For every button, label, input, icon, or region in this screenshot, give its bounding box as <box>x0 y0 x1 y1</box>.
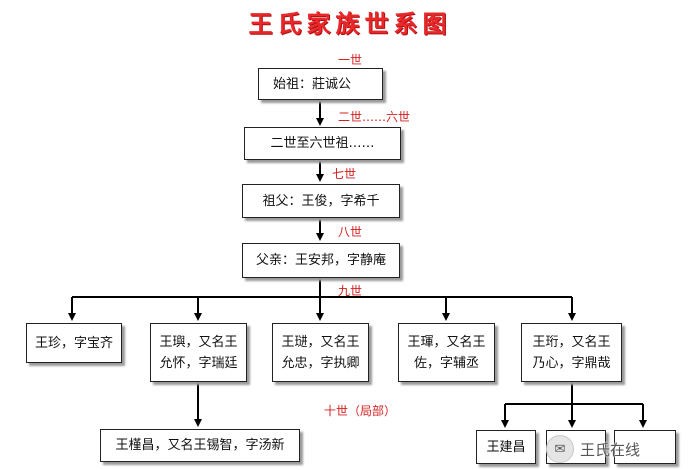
page-title: 王氏家族世系图 <box>248 10 452 38</box>
generation-label-8: 八世 <box>338 225 363 239</box>
node-grandson-b: 王建昌 <box>476 430 536 464</box>
watermark: ✉ 王氏在线 <box>546 432 696 466</box>
generation-label-2-6: 二世……六世 <box>338 110 411 124</box>
node-grandfather: 祖父：王俊，字希千 <box>242 184 400 218</box>
node-son-2: 王璵，又名王 允怀，字瑞廷 <box>150 323 247 382</box>
node-ancestors-2-6: 二世至六世祖…… <box>244 127 401 160</box>
node-grandson-d <box>614 430 676 464</box>
node-son-3-line-1: 王琎，又名王 <box>281 334 360 350</box>
generation-label-1: 一世 <box>338 53 363 67</box>
node-founder: 始祖：莊诚公 <box>258 68 383 100</box>
node-son-3: 王琎，又名王 允忠，字执卿 <box>272 323 369 382</box>
watermark-text: 王氏在线 <box>580 440 641 459</box>
node-father: 父亲：王安邦，字静庵 <box>242 243 400 278</box>
node-son-4-line-2: 佐，字辅丞 <box>413 355 479 371</box>
node-son-4: 王琿，又名王 佐，字辅丞 <box>398 323 495 382</box>
node-son-1: 王珍，字宝齐 <box>26 323 122 363</box>
node-son-5-line-2: 乃心，字鼎哉 <box>532 355 611 371</box>
node-son-3-line-2: 允忠，字执卿 <box>281 355 360 371</box>
wechat-logo-icon: ✉ <box>546 435 574 463</box>
node-son-4-line-1: 王琿，又名王 <box>407 334 486 350</box>
node-son-5: 王珩，又名王 乃心，字鼎哉 <box>521 323 622 382</box>
node-son-2-line-1: 王璵，又名王 <box>159 334 238 350</box>
generation-label-7: 七世 <box>332 167 357 181</box>
node-grandson-a: 王槿昌，又名王锡智，字汤新 <box>100 429 300 462</box>
node-son-2-line-2: 允怀，字瑞廷 <box>159 355 238 371</box>
generation-label-9: 九世 <box>338 284 363 298</box>
node-son-5-line-1: 王珩，又名王 <box>532 334 611 350</box>
generation-label-10: 十世（局部） <box>324 404 397 418</box>
